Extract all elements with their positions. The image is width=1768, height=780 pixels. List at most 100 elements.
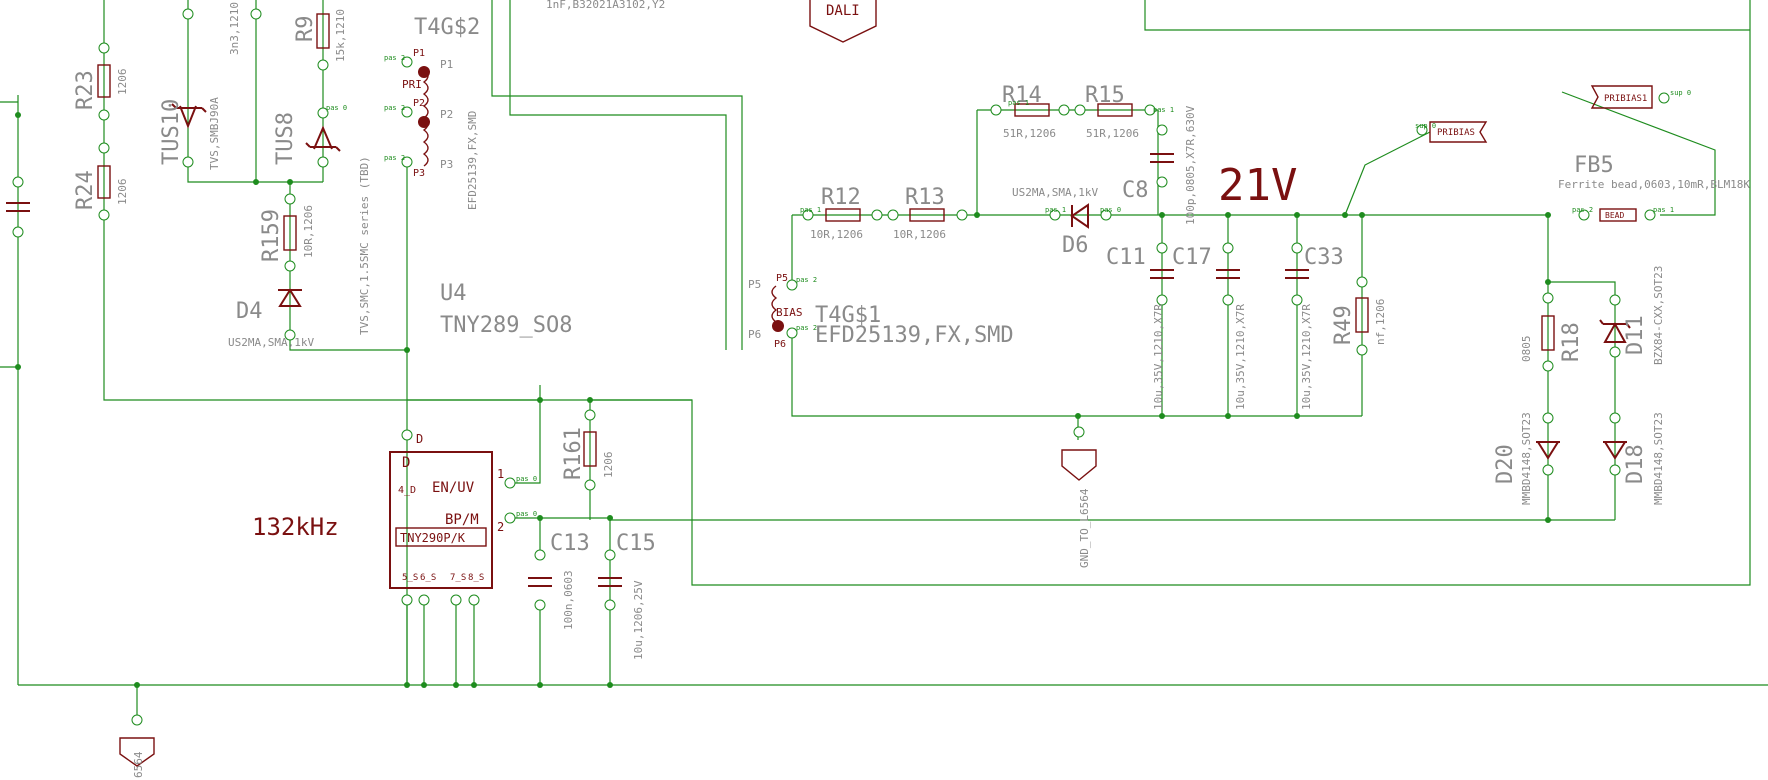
- r15-ref: R15: [1085, 83, 1125, 108]
- wires: [0, 0, 1768, 720]
- r13-resistor[interactable]: R13 10R,1206: [887, 185, 968, 241]
- c17-capacitor[interactable]: C17 10u,35V,1210,X7R: [1172, 242, 1247, 410]
- pin-label: pas 1: [1653, 206, 1674, 214]
- c3n3-value: 3n3,1210: [228, 2, 241, 55]
- pribias1-connector[interactable]: PRIBIAS1: [1590, 85, 1670, 109]
- r9-value: 15k,1210: [334, 9, 347, 62]
- pin-label: sup 0: [1670, 89, 1691, 97]
- u4-ic[interactable]: D D 4_D EN/UV BP/M 1 2 TNY290P/K 5_S 6_S…: [389, 429, 516, 606]
- fb5-value: Ferrite bead,0603,10mR,BLM18K: [1558, 178, 1750, 191]
- c13-capacitor[interactable]: C13 100n,0603: [528, 531, 590, 630]
- d6-value: US2MA,SMA,1kV: [1012, 186, 1098, 199]
- d20-diode[interactable]: D20 MMBD4148,SOT23: [1493, 412, 1560, 505]
- pin-label: pas 0: [516, 475, 537, 483]
- c11-value: 10u,35V,1210,X7R: [1152, 304, 1165, 410]
- pin-label: pas 1: [800, 206, 821, 214]
- pin-label: sup 0: [1415, 122, 1436, 130]
- tus8-value: TVS,SMC,1.5SMC series (TBD): [358, 156, 371, 335]
- t4g1-p6-label: P6: [748, 328, 761, 341]
- pin-label: pas 2: [384, 154, 405, 162]
- pin-label: pas 1: [1045, 206, 1066, 214]
- r9-resistor[interactable]: R9 15k,1210: [293, 9, 347, 71]
- c13-value: 100n,0603: [562, 570, 575, 630]
- gnd-to-l6564-connector[interactable]: GND_TO_L6564: [1061, 426, 1097, 568]
- c15-ref: C15: [616, 531, 656, 556]
- r18-resistor[interactable]: R18 0805: [1520, 292, 1584, 372]
- c33-value: 10u,35V,1210,X7R: [1300, 304, 1313, 410]
- c17-value: 10u,35V,1210,X7R: [1234, 304, 1247, 410]
- r12-resistor[interactable]: R12 10R,1206: [802, 185, 883, 241]
- pin-label: pas 2: [1572, 206, 1593, 214]
- t4g2-transformer[interactable]: P1 P2 P3 PRI P1 P2 P3 T4G$2 EFD25139,FX,…: [401, 15, 480, 210]
- pin-label: pas 0: [326, 104, 347, 112]
- c11-capacitor[interactable]: C11 10u,35V,1210,X7R: [1106, 242, 1174, 410]
- gnd-left-connector[interactable]: 6564: [119, 714, 155, 778]
- c33-capacitor[interactable]: C33 10u,35V,1210,X7R: [1285, 242, 1344, 410]
- r159-ref: R159: [259, 209, 284, 262]
- t4g2-p1-label: P1: [440, 58, 453, 71]
- gnd-left-label: 6564: [132, 751, 145, 778]
- r14-resistor[interactable]: R14 51R,1206: [990, 83, 1070, 140]
- d4-value: US2MA,SMA,1kV: [228, 336, 314, 349]
- dali-connector[interactable]: DALI: [809, 0, 877, 43]
- pin-label: pas 0: [1100, 206, 1121, 214]
- pribias-label: PRIBIAS: [1437, 128, 1475, 138]
- c11-ref: C11: [1106, 245, 1146, 270]
- d18-value: MMBD4148,SOT23: [1652, 412, 1665, 505]
- pin-label: pas 1: [1153, 106, 1174, 114]
- d6-diode[interactable]: D6 US2MA,SMA,1kV: [1012, 186, 1112, 258]
- u4-s8: 8_S: [468, 573, 484, 583]
- r15-resistor[interactable]: R15 51R,1206: [1074, 83, 1156, 140]
- net-21v-label: 21V: [1218, 160, 1297, 211]
- d11-zener-diode[interactable]: D11 BZX84-CXX,SOT23: [1599, 266, 1665, 365]
- gnd-to-label: GND_TO_L6564: [1078, 488, 1091, 568]
- t4g2-p2-label: P2: [440, 108, 453, 121]
- r15-value: 51R,1206: [1086, 127, 1139, 140]
- t4g2-pin-p2: P2: [413, 98, 425, 109]
- d20-value: MMBD4148,SOT23: [1520, 412, 1533, 505]
- fb5-ferrite-bead[interactable]: BEAD FB5 Ferrite bead,0603,10mR,BLM18K: [1558, 153, 1750, 222]
- t4g1-ref: T4G$1: [815, 303, 881, 328]
- r161-resistor[interactable]: R161 1206: [561, 409, 615, 491]
- tus8-tvs-diode[interactable]: TUS8 TVS,SMC,1.5SMC series (TBD): [273, 107, 371, 335]
- r9-ref: R9: [293, 16, 318, 43]
- r159-resistor[interactable]: R159 10R,1206: [259, 193, 315, 272]
- r49-ref: R49: [1331, 305, 1356, 345]
- t4g2-pin-p1: P1: [413, 48, 425, 59]
- t4g1-value: EFD25139,FX,SMD: [815, 323, 1014, 348]
- r24-resistor[interactable]: R24 1206: [73, 142, 129, 221]
- u4-en-pin-num: 1: [497, 467, 504, 481]
- r18-ref: R18: [1559, 322, 1584, 362]
- c15-capacitor[interactable]: C15 10u,1206,25V: [598, 531, 656, 660]
- u4-d-label: D: [402, 455, 410, 471]
- d11-value: BZX84-CXX,SOT23: [1652, 266, 1665, 365]
- u4-part-label: TNY290P/K: [400, 531, 466, 545]
- r49-resistor[interactable]: R49 nf,1206: [1331, 276, 1387, 356]
- r14-ref: R14: [1002, 83, 1042, 108]
- u4-ref: U4: [440, 281, 467, 306]
- pribias-connector[interactable]: PRIBIAS: [1416, 121, 1488, 143]
- r23-resistor[interactable]: R23 1206: [73, 42, 129, 121]
- u4-s6: 6_S: [420, 573, 436, 583]
- r49-value: nf,1206: [1374, 299, 1387, 345]
- pribias1-label: PRIBIAS1: [1604, 94, 1647, 104]
- d4-diode[interactable]: D4 US2MA,SMA,1kV: [228, 288, 314, 349]
- left-capacitor[interactable]: [6, 176, 30, 238]
- r161-ref: R161: [561, 427, 586, 480]
- t4g1-transformer[interactable]: P5 P6 P5 P6 BIAS T4G$1 EFD25139,FX,SMD: [748, 273, 1014, 350]
- pin-label: pas 2: [384, 104, 405, 112]
- c8-capacitor[interactable]: C8 100p,0805,X7R,630V: [1122, 105, 1197, 225]
- tus10-tvs-diode[interactable]: TUS10 TVS,SMBJ90A: [159, 8, 221, 170]
- pin-label: pas 0: [516, 510, 537, 518]
- u4-pin4-num: D: [416, 432, 423, 446]
- t4g2-value: EFD25139,FX,SMD: [466, 111, 479, 210]
- tus10-ref: TUS10: [159, 99, 184, 165]
- u4-s5: 5_S: [402, 573, 418, 583]
- c33-ref: C33: [1304, 245, 1344, 270]
- r13-value: 10R,1206: [893, 228, 946, 241]
- dali-label: DALI: [826, 3, 860, 19]
- t4g2-ref: T4G$2: [414, 15, 480, 40]
- frequency-label: 132kHz: [252, 513, 339, 541]
- u4-value: TNY289_SO8: [440, 313, 572, 338]
- d18-diode[interactable]: D18 MMBD4148,SOT23: [1603, 412, 1665, 505]
